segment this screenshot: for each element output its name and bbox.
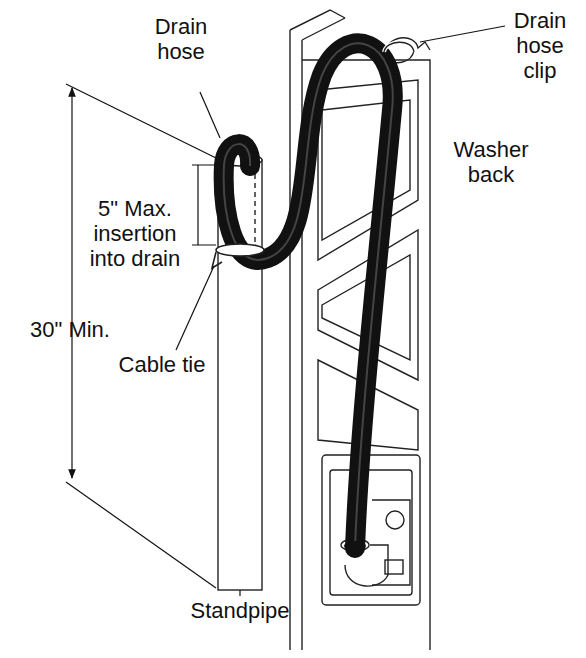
dimension-label: 5" Max. insertion into drain (80, 196, 190, 271)
part-label: Drain hose clip (498, 8, 582, 83)
part-label: Standpipe (160, 598, 320, 623)
part-label: Drain hose (133, 14, 229, 64)
dimension-label: 30" Min. (28, 317, 112, 342)
part-label: Cable tie (112, 352, 212, 377)
part-label: Washer back (436, 137, 546, 187)
